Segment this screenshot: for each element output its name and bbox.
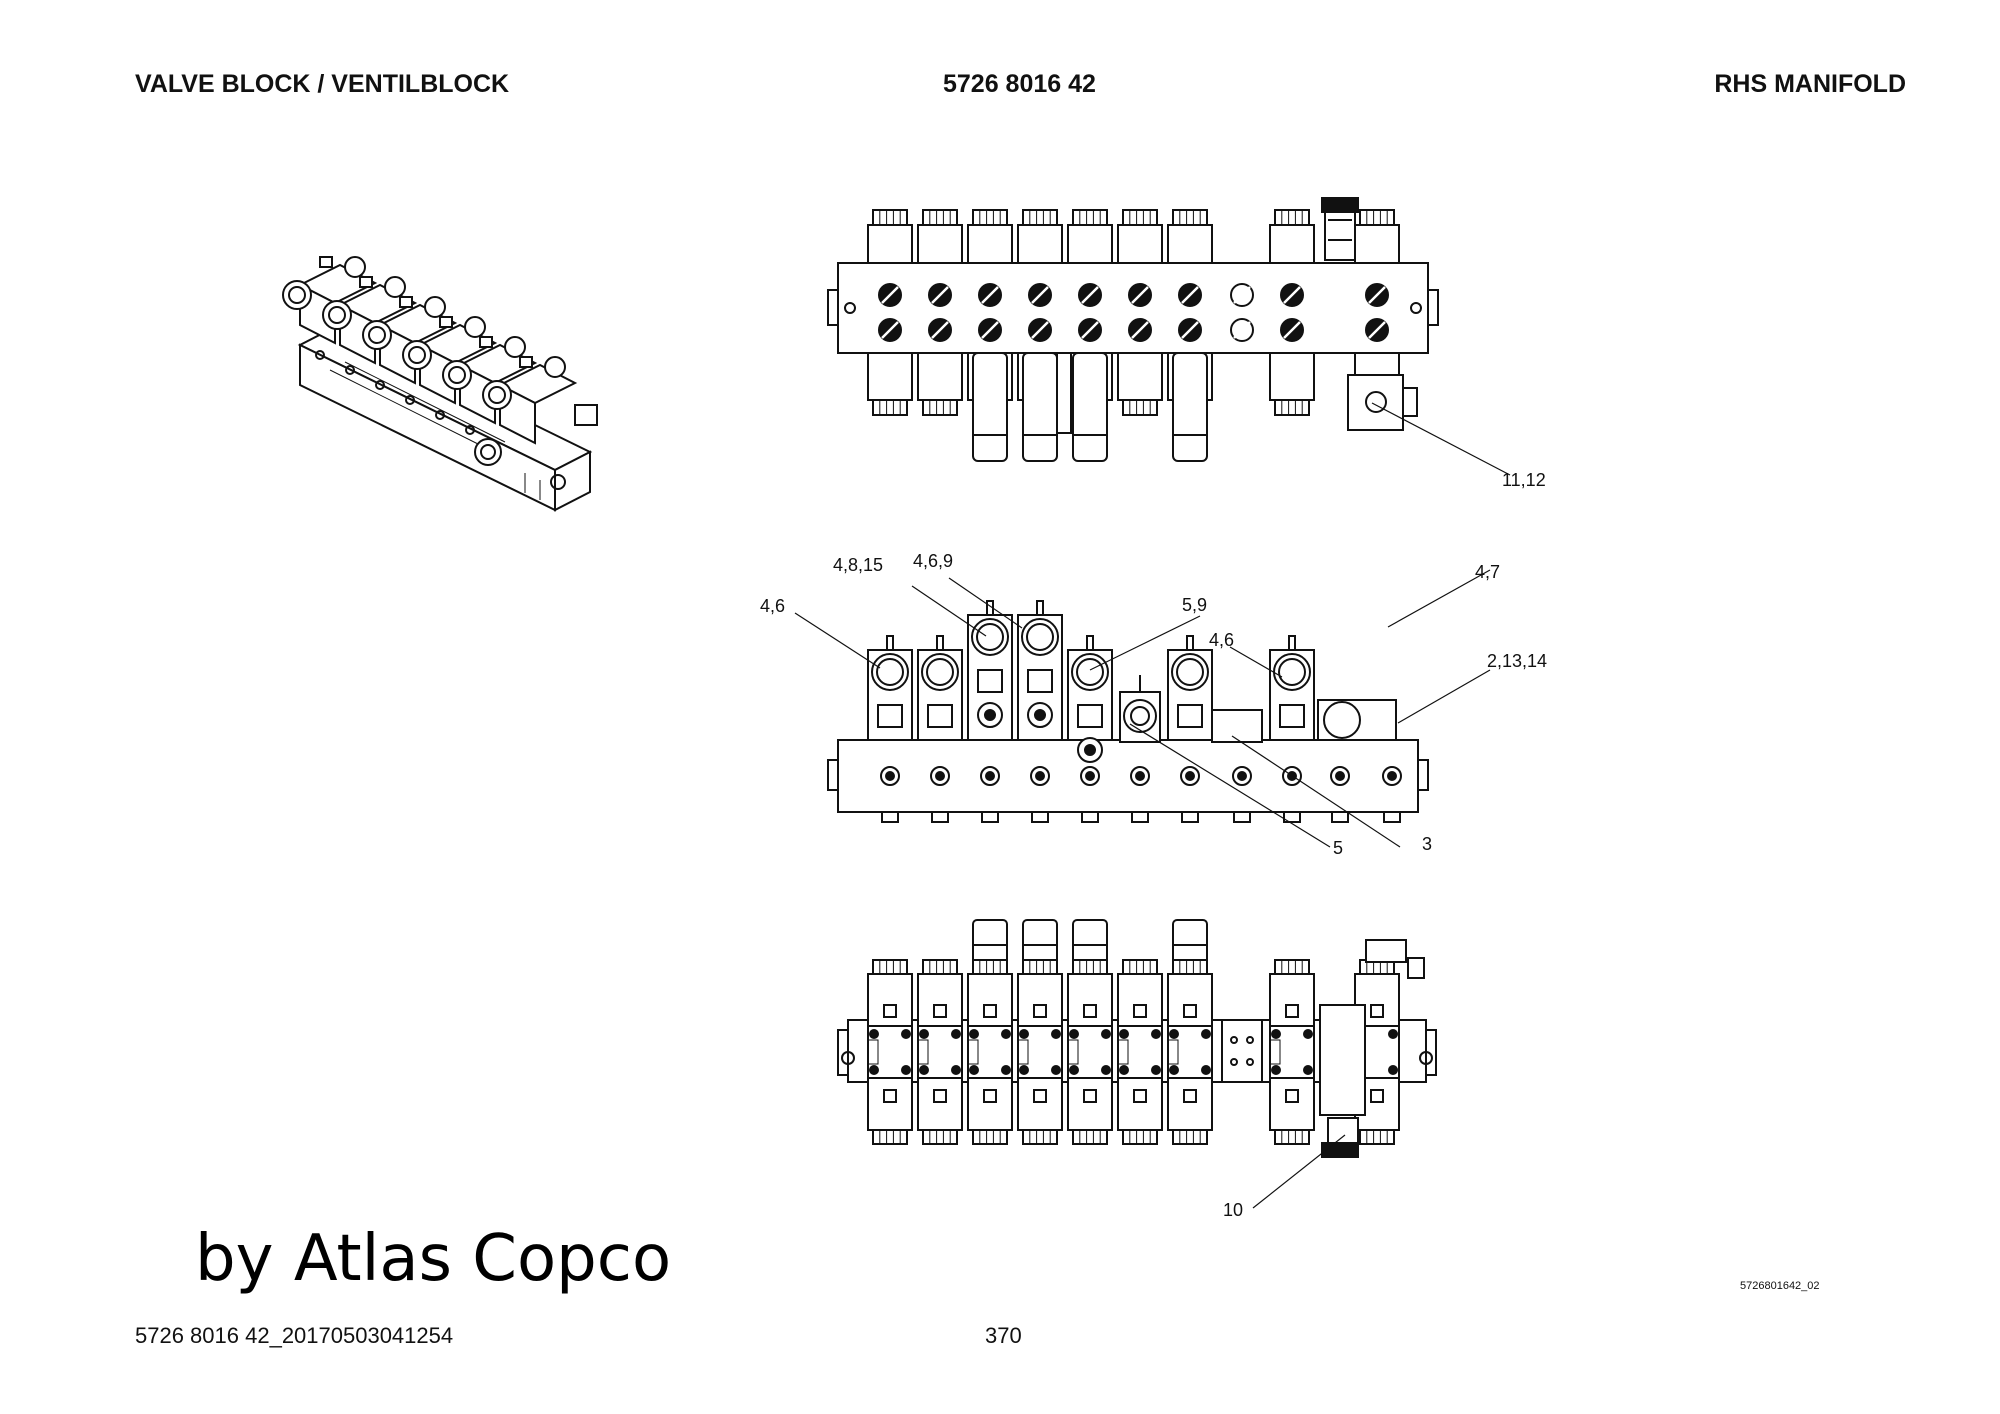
callout-4-6-9: 4,6,9 (913, 551, 954, 571)
watermark-text: by Atlas Copco (195, 1222, 672, 1296)
top-view-ports (878, 283, 1389, 342)
top-view-upper-valves (867, 209, 1400, 264)
top-view (827, 197, 1439, 462)
page-title: VALVE BLOCK / VENTILBLOCK (135, 70, 510, 98)
front-view-ports (880, 766, 1402, 823)
top-view-lower-valves (867, 352, 1400, 462)
bottom-view (837, 919, 1437, 1158)
callout-5: 5 (1333, 838, 1344, 858)
part-number: 5726 8016 42 (943, 70, 1096, 98)
callout-4-7: 4,7 (1475, 562, 1501, 582)
assembly-name: RHS MANIFOLD (1714, 70, 1906, 98)
drawing-code: 5726801642_02 (1740, 1280, 1820, 1292)
document-id: 5726 8016 42_20170503041254 (135, 1323, 454, 1348)
callout-10: 10 (1223, 1200, 1244, 1220)
callout-4-6-mid: 4,6 (1209, 630, 1235, 650)
callout-4-6-left: 4,6 (760, 596, 786, 616)
isometric-valve-stack (282, 256, 578, 445)
page-number: 370 (985, 1323, 1022, 1348)
front-view (827, 600, 1429, 823)
callout-leader-lines (794, 402, 1511, 1209)
bottom-view-valves (867, 959, 1400, 1145)
callout-5-9: 5,9 (1182, 595, 1208, 615)
callout-11-12: 11,12 (1502, 470, 1546, 490)
callout-4-8-15: 4,8,15 (833, 555, 884, 575)
isometric-view (282, 256, 598, 512)
callout-2-13-14: 2,13,14 (1487, 651, 1548, 671)
callout-3: 3 (1422, 834, 1433, 854)
